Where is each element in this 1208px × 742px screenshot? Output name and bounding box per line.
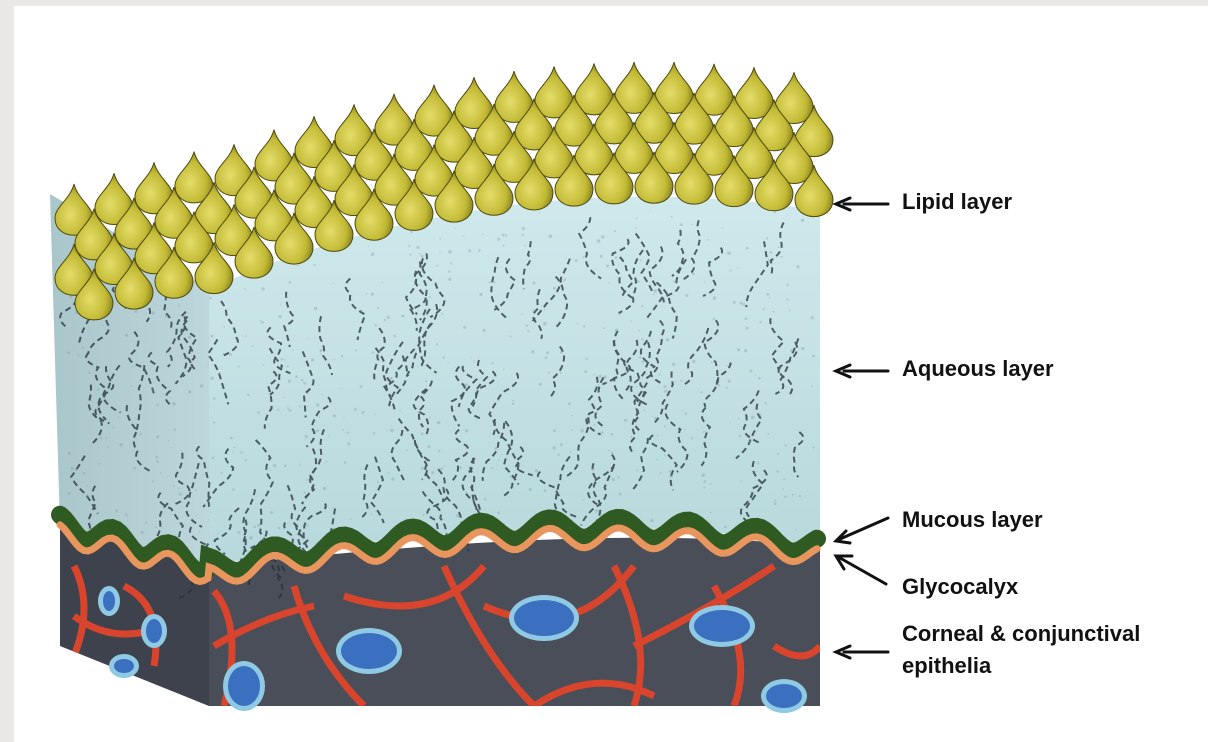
arrow-mucous [836, 518, 888, 543]
diagram-frame: Lipid layer Aqueous layer Mucous layer G… [14, 6, 1208, 742]
arrow-glycocalyx [836, 556, 886, 584]
label-aqueous-layer: Aqueous layer [902, 354, 1054, 384]
arrow-epithelia [836, 646, 888, 658]
label-epithelia-line1: Corneal & conjunctival [902, 619, 1140, 649]
label-lipid-layer: Lipid layer [902, 187, 1012, 217]
label-glycocalyx: Glycocalyx [902, 572, 1018, 602]
label-mucous-layer: Mucous layer [902, 505, 1043, 535]
label-epithelia-line2: epithelia [902, 651, 991, 681]
arrow-aqueous [836, 365, 888, 377]
arrow-lipid [836, 198, 888, 210]
